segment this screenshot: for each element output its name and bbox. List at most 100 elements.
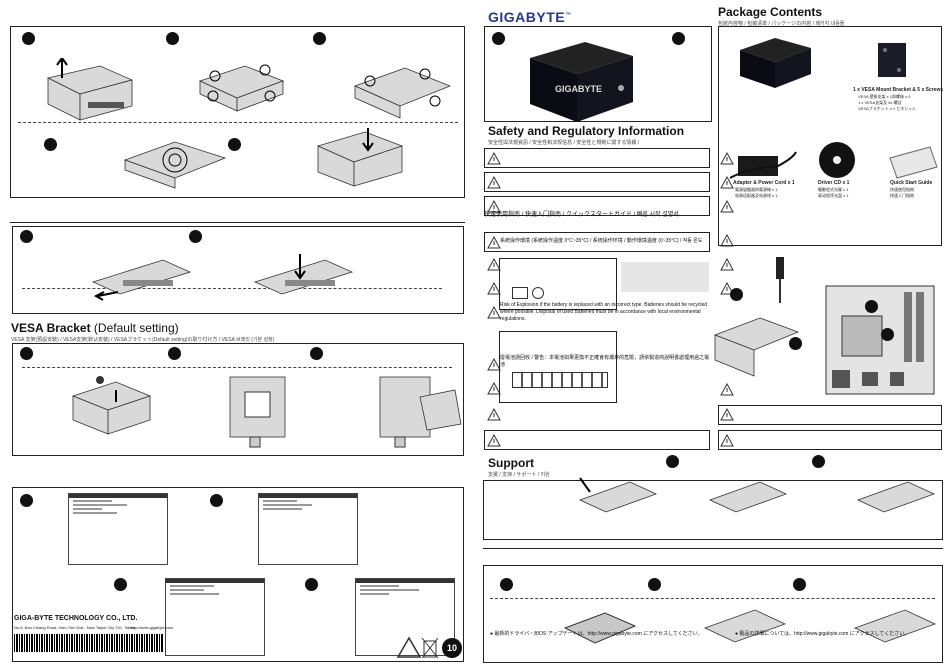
warning-icon [720, 152, 734, 165]
package-subtitle: 包裝內容物 / 包装清单 / パッケージの内容 / 패키지 내용물 [718, 21, 845, 27]
package-item-4-line-2: 快速入门指南 [890, 193, 914, 198]
weee-bin-icon [421, 637, 439, 659]
recycle-icon [396, 636, 422, 658]
step-marker-4 [44, 138, 57, 151]
illus-close-chassis [316, 128, 404, 187]
support-step-5 [793, 578, 806, 591]
illus-vesa-screw [71, 376, 152, 435]
safety-title: Safety and Regulatory Information [488, 124, 685, 138]
company-address: No.6, Bao Chiang Road, Hsin-Tien Dist., … [14, 625, 137, 630]
package-item-3-label: Driver CD x 1 [818, 180, 850, 186]
gigabyte-logo: GIGABYTE™ [488, 9, 572, 25]
warning-icon [487, 382, 501, 395]
company-url: http://www.gigabyte.com [130, 625, 174, 630]
warning-icon [487, 434, 501, 447]
package-item-1-line-2: 1 x VESA支架及 5x 螺丝 [858, 100, 902, 105]
quick-guide-photo [889, 146, 938, 179]
warning-icon [487, 152, 501, 165]
illus-memory-press [253, 254, 354, 295]
rear-port-2 [532, 287, 544, 299]
product-frame [484, 26, 712, 122]
illus-unscrew-bottom [198, 64, 285, 112]
bios-step-1 [20, 494, 33, 507]
memory-divider-dashed [22, 288, 442, 289]
warning-icon [720, 200, 734, 213]
gigabyte-mini-pc-photo: GIGABYTE [530, 42, 633, 122]
memory-step-1 [20, 230, 33, 243]
battery-warning-text: Risk of Explosion if the battery is repl… [500, 302, 708, 322]
mb-step-2 [789, 337, 802, 350]
package-title: Package Contents [718, 5, 823, 19]
warning-icon [487, 200, 501, 213]
warning-row-right-1 [718, 405, 942, 425]
company-name: GIGA-BYTE TECHNOLOGY CO., LTD. [14, 615, 138, 622]
env-text: 系統操作環境 (系統操作溫度 0°C~35°C) / 系统操作环境 / 動作環境… [500, 238, 703, 244]
support-illus-4 [563, 612, 637, 644]
support-frame [483, 480, 943, 540]
bios-step-2 [210, 494, 223, 507]
warning-icon [720, 408, 734, 421]
battery-label-box [621, 262, 709, 292]
support-title: Support [488, 456, 534, 470]
support-bottom-frame [483, 565, 943, 663]
bios-screen-3 [165, 578, 265, 656]
screwdriver-illustration [776, 257, 784, 303]
front-port-row [512, 372, 608, 388]
rear-panel-diagram [499, 258, 617, 310]
warning-icon [720, 282, 734, 295]
support-illus-5 [703, 609, 787, 643]
manual-note: ● 製品の詳細については、http://www.gigabyte.com にアク… [735, 631, 910, 637]
front-panel-diagram [499, 331, 617, 403]
warning-row-5 [484, 430, 710, 450]
mb-step-4 [881, 328, 894, 341]
mini-pc-package-photo [740, 38, 811, 88]
warning-icon [487, 306, 501, 319]
support-illus-1 [578, 477, 658, 513]
support-subtitle: 支援 / 支持 / サポート / 지원 [488, 472, 550, 478]
vesa-subtitle: VESA 支架(預設安裝) / VESA支架(默认安装) / VESAブラケット… [11, 337, 275, 343]
divider-line [10, 222, 465, 223]
bios-steps-frame [12, 487, 464, 662]
recycle-warning-text: 廢電池請回收 / 警告：本電池如果更換不正確會有爆炸的危險，請依製造商說明書處理… [500, 355, 710, 368]
chassis-open-illustration [713, 317, 800, 377]
vesa-title: VESA Bracket (Default setting) [11, 321, 179, 335]
illus-vesa-mount-pc [379, 376, 462, 448]
step-marker-2 [166, 32, 179, 45]
step-marker-1 [22, 32, 35, 45]
product-step-1 [492, 32, 505, 45]
bios-screen-4 [355, 578, 455, 656]
warning-icon [720, 176, 734, 189]
warning-row-4 [484, 232, 710, 252]
divider-dashed [18, 122, 458, 123]
page-number: 10 [446, 643, 457, 653]
illus-remove-cover [46, 58, 134, 121]
bios-screen-1 [68, 493, 168, 565]
illus-vesa-monitor [229, 376, 286, 448]
bios-screen-2 [258, 493, 358, 565]
power-adapter-photo [729, 151, 797, 179]
vesa-divider-dashed [22, 367, 452, 368]
mb-step-3 [865, 300, 878, 313]
vesa-step-3 [310, 347, 323, 360]
support-step-1 [666, 455, 679, 468]
vesa-bracket-photo [878, 43, 906, 77]
support-step-3 [500, 578, 513, 591]
warning-icon [720, 234, 734, 247]
package-item-2-line-1: 電源變壓器與電源線 x 1 [735, 187, 778, 192]
support-divider-dashed [490, 598, 935, 599]
step-marker-3 [313, 32, 326, 45]
warning-icon [487, 236, 501, 249]
vesa-step-1 [20, 347, 33, 360]
illus-memory-insert [91, 259, 192, 301]
warning-icon [487, 176, 501, 189]
illus-open-chassis [353, 67, 452, 119]
package-item-2-label: Adapter & Power Cord x 1 [733, 180, 795, 186]
memory-step-2 [189, 230, 202, 243]
vesa-step-2 [168, 347, 181, 360]
bios-step-4 [305, 578, 318, 591]
safety-subtitle: 安全性與法規資訊 / 安全性和法规信息 / 安全性と規制に関する情報 / [488, 140, 640, 146]
warning-row-2 [484, 172, 710, 192]
install-steps-frame [10, 26, 465, 198]
vesa-steps-frame [12, 343, 464, 456]
motherboard-illustration [825, 285, 935, 395]
